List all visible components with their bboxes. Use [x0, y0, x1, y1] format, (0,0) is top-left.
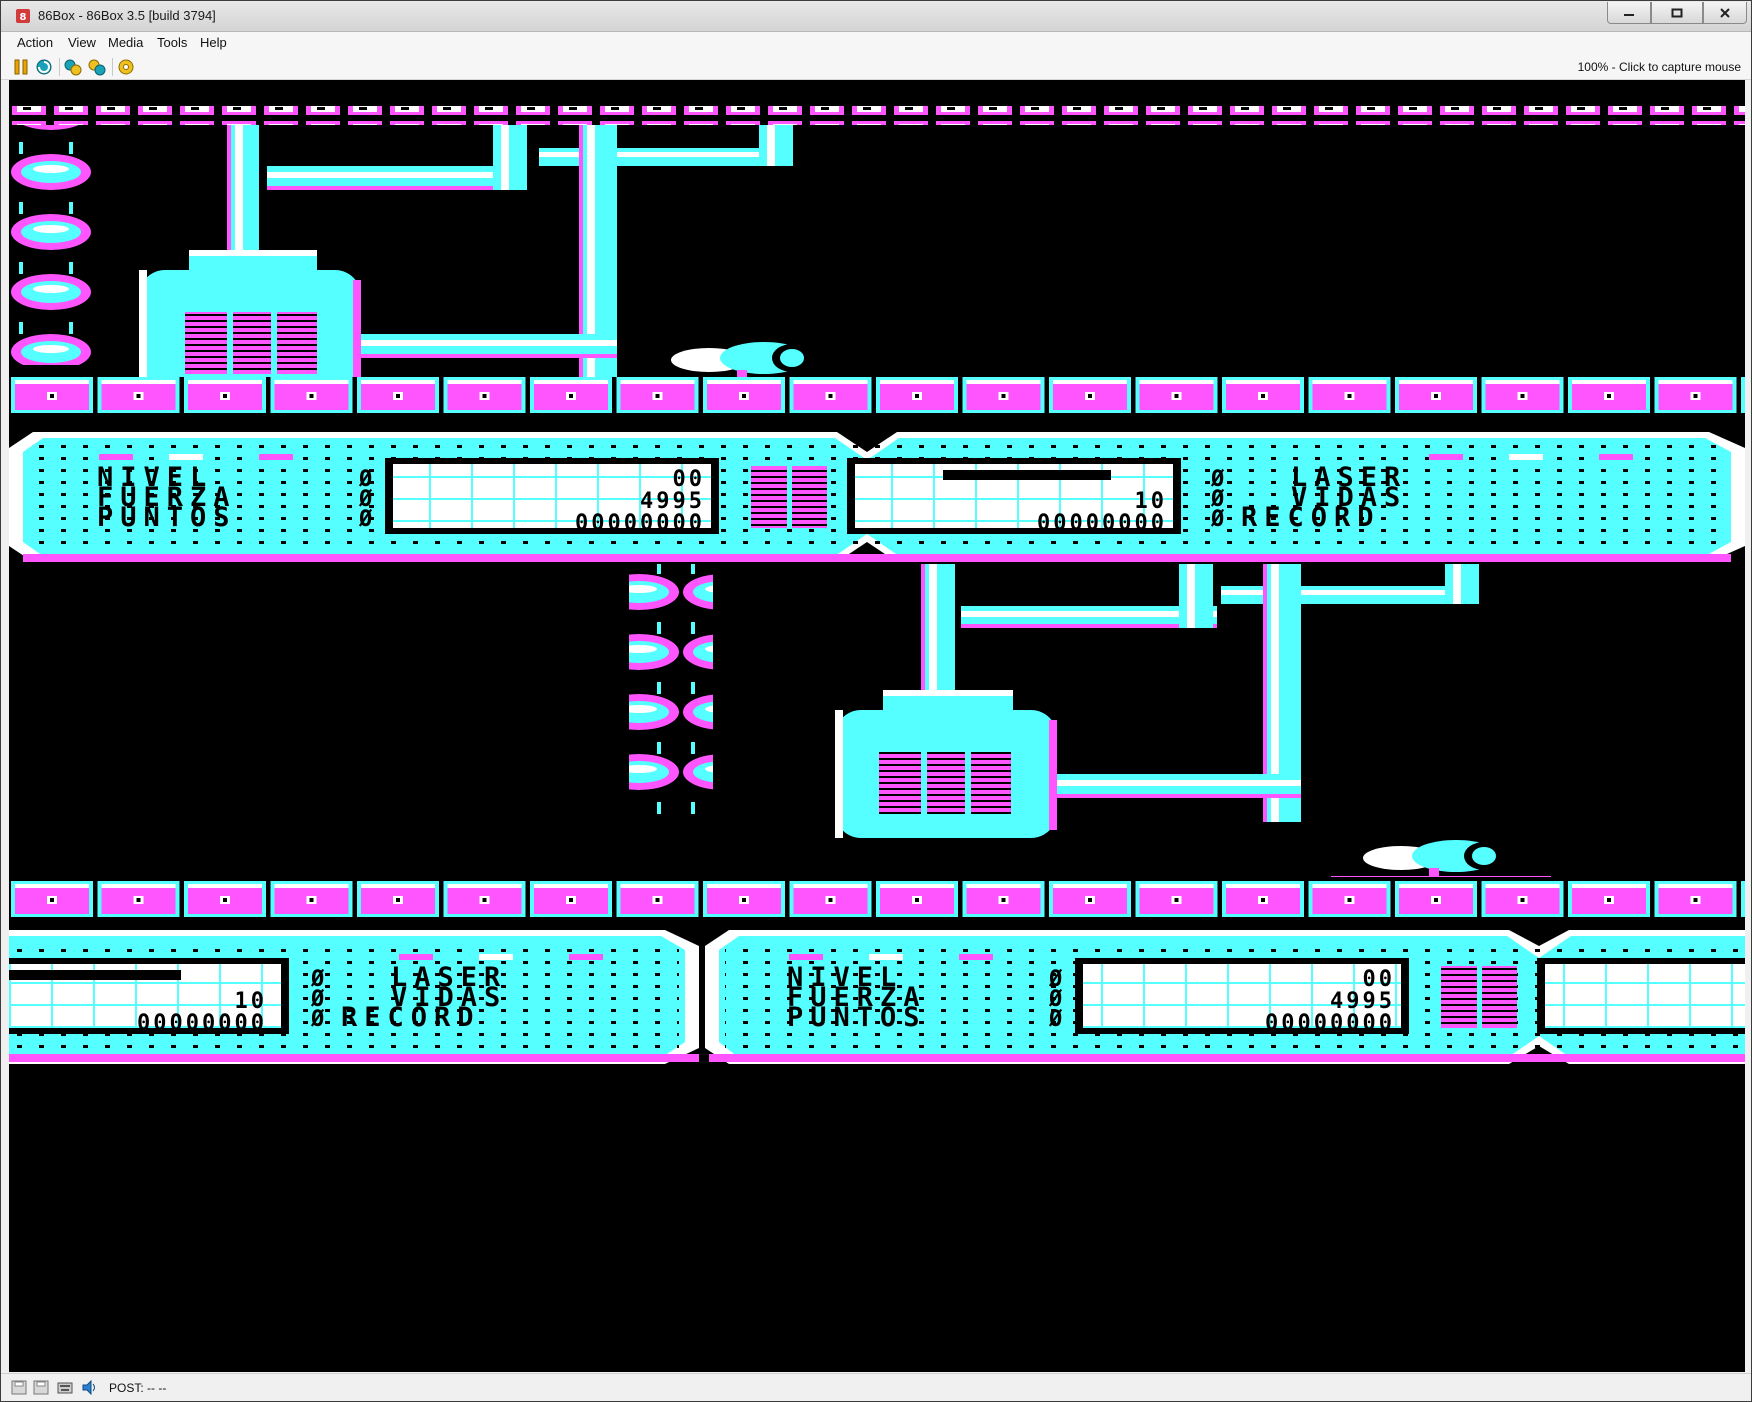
hud-label-fuerza: FUERZA	[787, 982, 927, 1013]
menu-media[interactable]: Media	[108, 35, 144, 50]
upper-tank	[139, 250, 361, 398]
close-icon	[1720, 7, 1730, 18]
sound-icon[interactable]	[81, 1380, 97, 1395]
maximize-icon	[1671, 8, 1683, 17]
window-title: 86Box - 86Box 3.5 [build 3794]	[38, 8, 216, 23]
minimize-button[interactable]	[1607, 2, 1651, 24]
floppy-icon[interactable]	[33, 1380, 49, 1395]
hud-marker: Ø	[1048, 967, 1063, 992]
tank-vent	[185, 312, 317, 374]
hud-label-vidas: VIDAS	[391, 982, 507, 1013]
hud-marker: Ø	[358, 487, 373, 512]
hud-marker: Ø	[358, 507, 373, 532]
menu-tools[interactable]: Tools	[157, 35, 188, 50]
minimize-icon	[1624, 13, 1634, 16]
hud-bar-bottom-left: 10 00000000 Ø Ø Ø LASER VIDAS RECORD	[9, 930, 699, 1064]
hud-marker: Ø	[310, 987, 325, 1012]
settings-icon[interactable]	[116, 57, 136, 77]
menu-help[interactable]: Help	[200, 35, 227, 50]
hud-label-laser: LASER	[1291, 462, 1407, 493]
hud-value-record: 00000000	[137, 1011, 267, 1036]
hud-value-vidas: 10	[1135, 489, 1168, 514]
lower-tank	[835, 690, 1057, 838]
hud-marker: Ø	[1210, 507, 1225, 532]
hud-label-vidas: VIDAS	[1291, 482, 1407, 513]
hud-value-fuerza: 4995	[640, 489, 705, 514]
hud-label-puntos: PUNTOS	[97, 502, 237, 533]
app-icon: 8	[16, 9, 30, 23]
hud-bar-top: NIVEL FUERZA PUNTOS Ø Ø Ø 00 4995 000000…	[9, 432, 1745, 562]
upper-pipes	[227, 125, 793, 381]
lower-floor	[9, 877, 1745, 919]
menu-action[interactable]: Action	[17, 35, 54, 50]
hud-label-laser: LASER	[391, 962, 507, 993]
ctrl-alt-del-icon[interactable]	[63, 57, 83, 77]
middle-pillar	[629, 564, 713, 814]
maximize-button[interactable]	[1651, 2, 1703, 24]
ctrl-alt-esc-icon[interactable]	[87, 57, 107, 77]
hud-value-record: 00000000	[1037, 511, 1167, 536]
hud-label-record: RECORD	[1241, 502, 1381, 533]
hud-label-nivel: NIVEL	[787, 962, 903, 993]
toolbar: 100% - Click to capture mouse	[1, 54, 1751, 80]
hud-marker: Ø	[310, 1007, 325, 1032]
left-pillar	[9, 125, 93, 365]
hud-value-nivel: 00	[673, 467, 706, 492]
keyboard-icon[interactable]	[57, 1380, 73, 1395]
post-status: POST: -- --	[109, 1381, 167, 1395]
hud-label-nivel: NIVEL	[97, 462, 213, 493]
hud-marker: Ø	[310, 967, 325, 992]
menu-view[interactable]: View	[68, 35, 96, 50]
capture-mouse-status[interactable]: 100% - Click to capture mouse	[1577, 60, 1741, 74]
hud-label-fuerza: FUERZA	[97, 482, 237, 513]
hud-bar-bottom-right: NIVEL FUERZA PUNTOS Ø Ø Ø 00 4995 000000…	[705, 930, 1745, 1064]
hud-marker: Ø	[1210, 487, 1225, 512]
top-chain-border	[9, 106, 1745, 125]
svg-text:8: 8	[20, 12, 27, 23]
hud-marker: Ø	[1210, 467, 1225, 492]
emulated-screen[interactable]: NIVEL FUERZA PUNTOS Ø Ø Ø 00 4995 000000…	[9, 80, 1745, 1372]
floppy-icon[interactable]	[11, 1380, 27, 1395]
status-bar: POST: -- --	[1, 1373, 1751, 1401]
hud-value-puntos: 00000000	[1265, 1011, 1395, 1036]
pause-icon[interactable]	[11, 57, 31, 77]
game-scene: NIVEL FUERZA PUNTOS Ø Ø Ø 00 4995 000000…	[9, 106, 1745, 1064]
hud-marker: Ø	[358, 467, 373, 492]
upper-floor	[9, 377, 1745, 419]
close-button[interactable]	[1703, 2, 1747, 24]
hud-value-nivel: 00	[1363, 967, 1396, 992]
hud-label-puntos: PUNTOS	[787, 1002, 927, 1033]
laser-bar	[943, 470, 1111, 480]
menu-bar: Action View Media Tools Help	[1, 32, 1751, 54]
hud-marker: Ø	[1048, 1007, 1063, 1032]
hud-value-puntos: 00000000	[575, 511, 705, 536]
hud-marker: Ø	[1048, 987, 1063, 1012]
hud-value-vidas: 10	[235, 989, 268, 1014]
hud-label-record: RECORD	[341, 1002, 481, 1033]
lower-pipes	[921, 564, 1479, 822]
toolbar-separator	[112, 58, 113, 76]
title-bar[interactable]: 8 86Box - 86Box 3.5 [build 3794]	[1, 1, 1751, 32]
toolbar-separator	[59, 58, 60, 76]
hud-value-fuerza: 4995	[1330, 989, 1395, 1014]
reset-icon[interactable]	[34, 57, 54, 77]
